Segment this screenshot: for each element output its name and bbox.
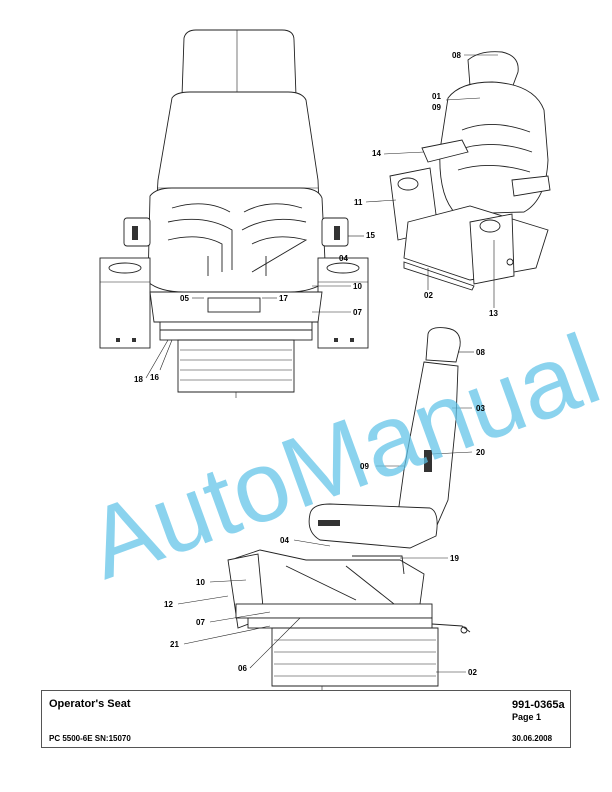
callout-front-18: 18 (134, 375, 143, 384)
callout-iso-11: 11 (354, 198, 363, 207)
page-number: Page 1 (512, 712, 542, 722)
callout-front-04: 04 (339, 254, 348, 263)
callout-front-05: 05 (180, 294, 189, 303)
callout-side-06: 06 (238, 664, 247, 673)
callout-side-04: 04 (280, 536, 289, 545)
callout-front-07: 07 (353, 308, 362, 317)
callout-side-12: 12 (164, 600, 173, 609)
callout-side-02: 02 (468, 668, 477, 677)
front-view-drawing (99, 29, 369, 398)
callout-iso-09: 09 (432, 103, 441, 112)
title-block: Operator's Seat 991-0365a Page 1 PC 5500… (41, 690, 571, 748)
callout-front-16: 16 (150, 373, 159, 382)
iso-view-drawing (389, 51, 551, 291)
callout-side-20: 20 (476, 448, 485, 457)
callout-side-10: 10 (196, 578, 205, 587)
callout-front-15: 15 (366, 231, 375, 240)
side-view-leaders (177, 351, 474, 673)
iso-view-leaders (365, 54, 498, 308)
seat-exploded-drawing: AutoManual 15 04 10 07 17 05 18 16 08 01… (74, 29, 612, 690)
document-date: 30.06.2008 (512, 734, 553, 743)
callout-iso-02: 02 (424, 291, 433, 300)
page-title: Operator's Seat (49, 698, 131, 710)
callout-iso-08: 08 (452, 51, 461, 60)
callout-side-03: 03 (476, 404, 485, 413)
front-view-leaders (145, 235, 364, 379)
callout-front-17: 17 (279, 294, 288, 303)
callout-side-21: 21 (170, 640, 179, 649)
callout-front-10: 10 (353, 282, 362, 291)
watermark-text: AutoManual (74, 313, 612, 601)
callout-side-09: 09 (360, 462, 369, 471)
callout-side-19: 19 (450, 554, 459, 563)
callout-iso-01: 01 (432, 92, 441, 101)
callout-iso-14: 14 (372, 149, 381, 158)
machine-serial: PC 5500-6E SN:15070 (49, 734, 131, 743)
callout-iso-13: 13 (489, 309, 498, 318)
document-number: 991-0365a (512, 699, 565, 711)
side-view-drawing (227, 327, 471, 690)
callout-side-07: 07 (196, 618, 205, 627)
callout-side-08: 08 (476, 348, 485, 357)
